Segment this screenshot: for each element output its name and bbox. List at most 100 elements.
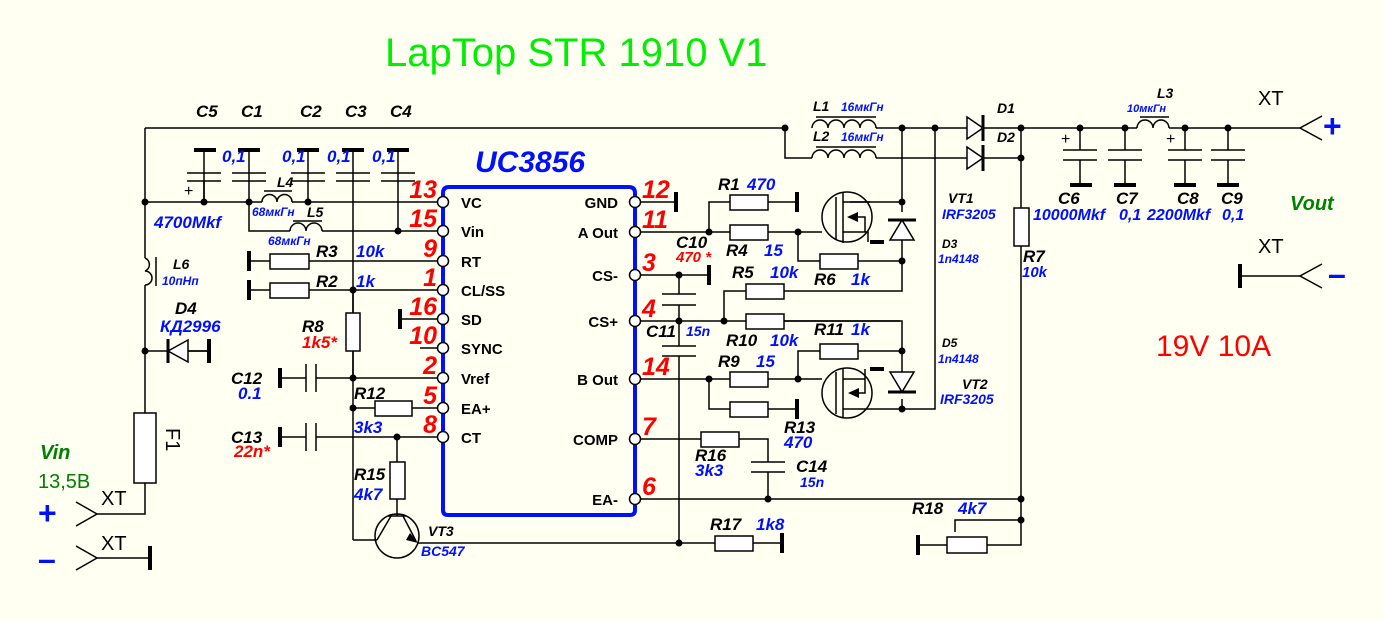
vin-minus-connector: XT [101, 533, 127, 555]
l6-value: 10пНп [162, 274, 199, 288]
c11-value: 15n [686, 323, 710, 339]
pin-name: GND [585, 195, 619, 212]
r1-value: 470 [746, 175, 776, 194]
r17-value: 1k8 [756, 515, 785, 534]
pin-terminal [436, 430, 450, 444]
r4-value: 15 [764, 241, 783, 260]
c2-ref: C2 [300, 102, 322, 121]
r11-ref: R11 [814, 320, 844, 339]
pin-number: 10 [409, 322, 437, 350]
l1-ref: L1 [813, 98, 830, 114]
ic-name: UC3856 [475, 146, 585, 179]
c1-ref: C1 [241, 102, 263, 121]
c12-value: 0.1 [238, 384, 262, 403]
vin-plus-connector: XT [101, 488, 127, 510]
r8-ref: R8 [302, 317, 324, 336]
r15-ref: R15 [354, 465, 386, 484]
pin-terminal [628, 268, 642, 282]
c3-value: 0,1 [327, 147, 351, 166]
ic-uc3856: UC3856 [441, 146, 637, 517]
pin-name: SYNC [461, 341, 503, 358]
d3-value: 1n4148 [938, 252, 979, 266]
c6-value: 10000Mkf [1033, 207, 1107, 224]
pin-terminal [436, 312, 450, 326]
pin-number: 16 [409, 293, 438, 321]
pin-terminal [436, 224, 450, 238]
ic-pin-b-out: 14B Out [577, 353, 670, 389]
d3-ref: D3 [942, 237, 958, 251]
r18-value: 4k7 [957, 499, 988, 518]
vin-minus-sign: – [38, 541, 56, 577]
pin-name: CS- [592, 268, 618, 285]
pin-name: A Out [578, 225, 618, 242]
r10-value: 10k [770, 331, 800, 350]
l3-value: 10мкГн [1127, 103, 1166, 115]
l5-value: 68мкГн [268, 234, 311, 248]
ic-pin-a-out: 11A Out [578, 206, 668, 242]
r17-ref: R17 [710, 515, 743, 534]
pin-number: 12 [642, 176, 670, 204]
c4-value: 0,1 [372, 147, 396, 166]
pin-name: CL/SS [461, 283, 505, 300]
c1-value: 0,1 [222, 147, 246, 166]
pin-number: 1 [423, 264, 437, 292]
input-labels: Vin 13,5B XT XT + – [38, 442, 127, 577]
c7-ref: C7 [1116, 189, 1139, 208]
pin-terminal [628, 492, 642, 506]
c2-value: 0,1 [282, 147, 306, 166]
f1-ref: F1 [161, 428, 183, 451]
junctions [141, 124, 1232, 547]
r10-ref: R10 [726, 331, 758, 350]
pin-number: 14 [642, 353, 670, 381]
pin-name: VC [461, 195, 482, 212]
ground-symbols [148, 148, 1242, 570]
vout-plus-connector: XT [1258, 88, 1284, 110]
pin-name: SD [461, 312, 482, 329]
l2-ref: L2 [813, 128, 830, 144]
vt1-value: IRF3205 [942, 206, 996, 222]
r5-ref: R5 [732, 263, 754, 282]
r18-ref: R18 [912, 499, 944, 518]
r4-ref: R4 [726, 241, 748, 260]
r2-value: 1k [356, 272, 376, 291]
r16-ref: R16 [695, 446, 727, 465]
pin-number: 13 [409, 176, 437, 204]
vin-plus-sign: + [38, 495, 57, 531]
d5-ref: D5 [942, 336, 958, 350]
r15-value: 4k7 [353, 485, 384, 504]
pin-name: Vref [461, 371, 490, 388]
c13-ref: C13 [231, 428, 263, 447]
r5-value: 10k [770, 263, 800, 282]
r3-ref: R3 [316, 242, 338, 261]
c14-ref: C14 [796, 457, 828, 476]
pin-number: 4 [641, 295, 656, 323]
pin-name: CS+ [588, 314, 618, 331]
pin-number: 7 [642, 413, 657, 441]
output-spec: 19V 10A [1156, 330, 1271, 363]
pin-terminal [436, 341, 450, 355]
d5-value: 1n4148 [938, 352, 979, 366]
vin-label: Vin [40, 442, 70, 464]
ic-pin-cs-: 3CS- [592, 249, 656, 285]
c7-value: 0,1 [1119, 207, 1141, 224]
c11-ref: C11 [646, 322, 676, 341]
pin-name: EA- [592, 492, 618, 509]
ic-pin-cs-: 4CS+ [588, 295, 656, 331]
c13-value: 22n* [233, 442, 271, 461]
pin-number: 3 [642, 249, 656, 277]
r9-ref: R9 [718, 352, 740, 371]
c8-ref: C8 [1177, 189, 1199, 208]
c5-ref: C5 [196, 102, 218, 121]
c10-value: 470 * [675, 249, 712, 266]
vt3-ref: VT3 [428, 523, 454, 539]
pin-terminal [628, 314, 642, 328]
pin-terminal [436, 283, 450, 297]
